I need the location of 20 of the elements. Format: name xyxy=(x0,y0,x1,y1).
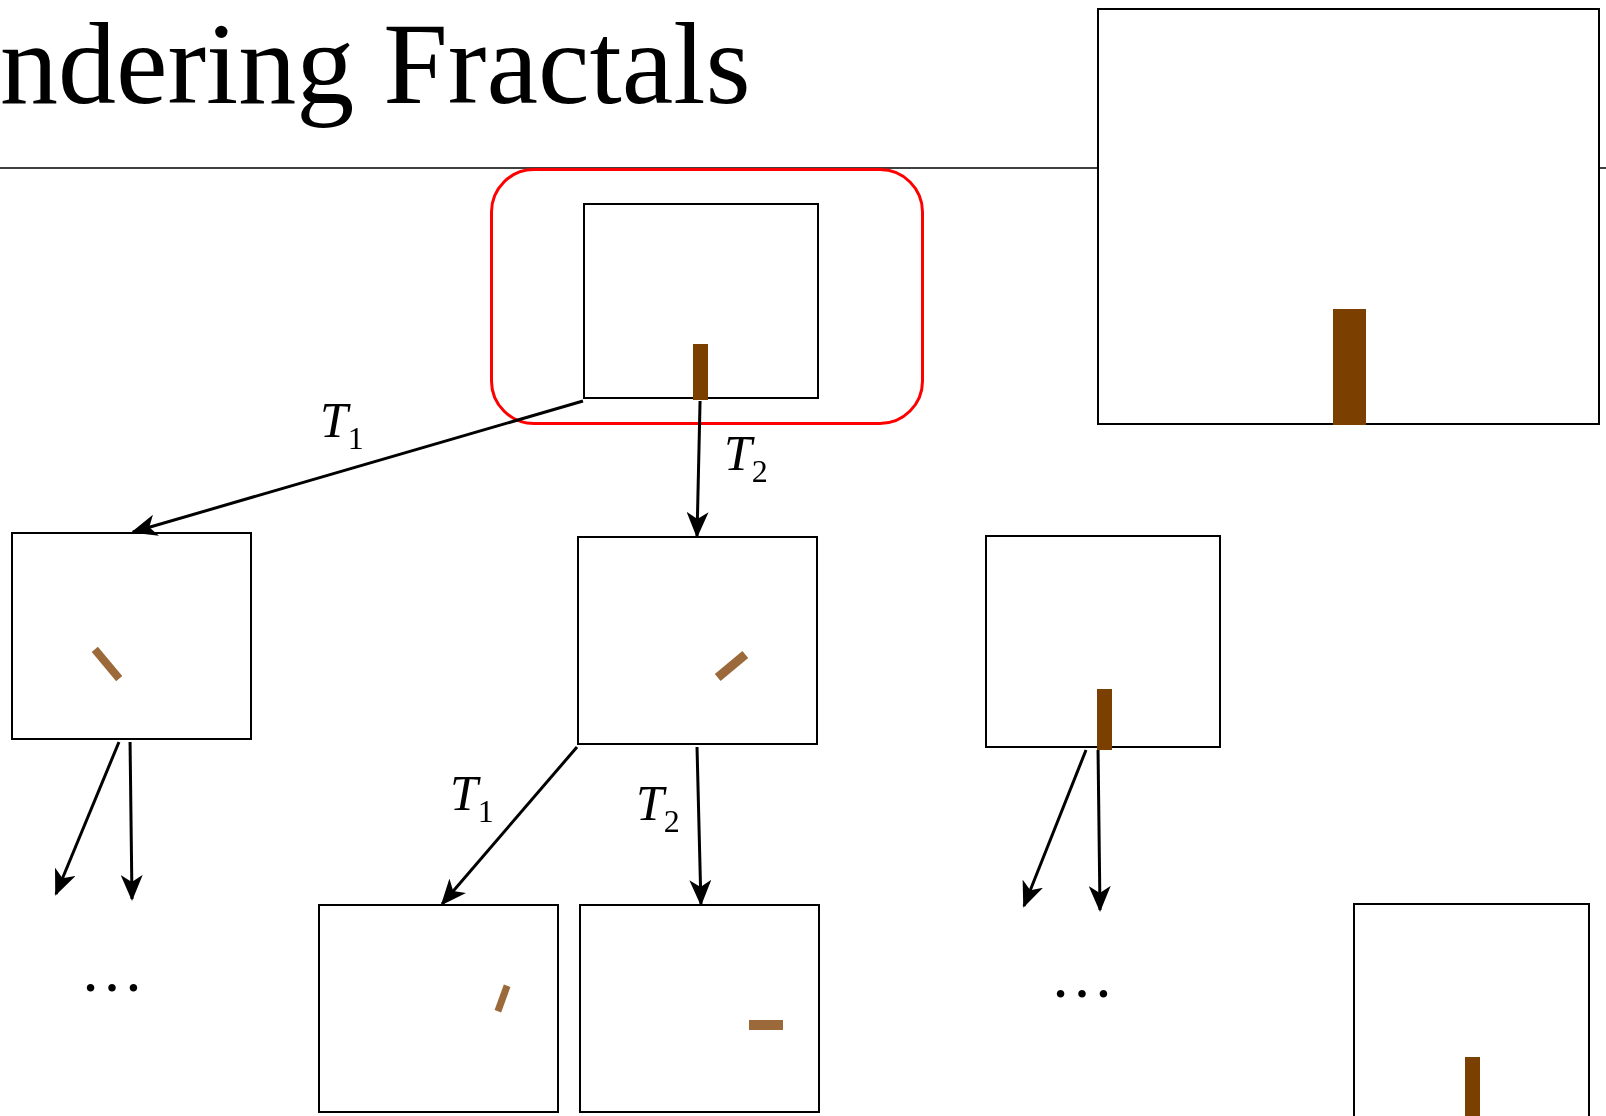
arrow xyxy=(1022,749,1088,908)
arrow xyxy=(440,746,579,906)
slide-title: ndering Fractals xyxy=(0,4,751,126)
fractal-frame xyxy=(11,532,252,740)
fractal-frame xyxy=(577,536,818,745)
fractal-frame xyxy=(1097,8,1600,425)
ellipsis-label: … xyxy=(79,938,155,1002)
highlight-frame xyxy=(490,168,924,425)
fractal-frame xyxy=(985,535,1221,748)
arrow xyxy=(131,399,584,536)
arrow xyxy=(54,741,121,896)
arrow xyxy=(1088,749,1111,912)
fractal-frame xyxy=(318,904,559,1113)
arrow xyxy=(689,746,712,906)
fractal-frame xyxy=(1353,903,1590,1116)
ellipsis-label: … xyxy=(1049,944,1125,1008)
arrow xyxy=(686,400,709,538)
fractal-frame xyxy=(583,203,819,399)
arrow xyxy=(120,741,143,901)
fractal-frame xyxy=(579,904,820,1113)
